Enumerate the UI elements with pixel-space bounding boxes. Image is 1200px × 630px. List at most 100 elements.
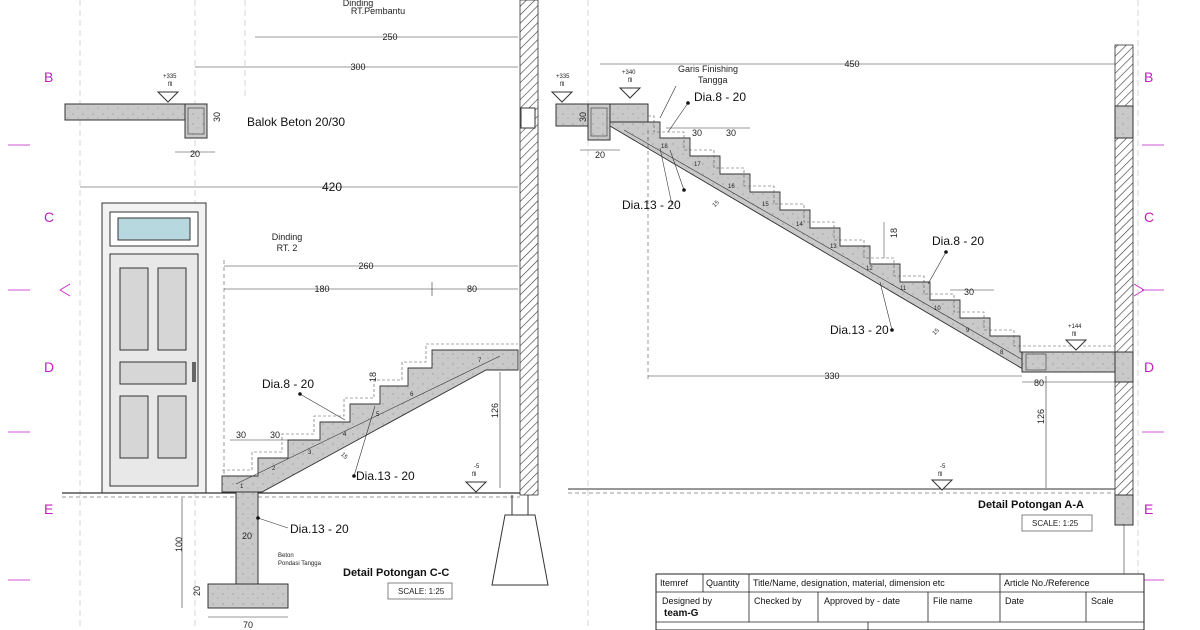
step-num-c2: 2 — [272, 466, 276, 472]
level-top-left-sub: fll — [168, 82, 172, 88]
dim-260: 260 — [358, 261, 373, 271]
step-num-a10: 10 — [934, 306, 941, 312]
footing-col-width: 20 — [242, 531, 252, 541]
step-num-c1: 1 — [240, 484, 244, 490]
tb-designed-by: Designed by — [662, 596, 713, 606]
step-num-a15: 15 — [762, 202, 769, 208]
rebar-top-label-c: Dia.8 - 20 — [262, 377, 314, 391]
scale-box-c-c — [387, 582, 453, 600]
dim-450: 450 — [844, 59, 859, 69]
tb-itemref: Itemref — [660, 578, 689, 588]
step-num-a12: 12 — [866, 266, 873, 272]
slope-num-c: 15 — [339, 452, 348, 461]
beam-width-dim-right: 20 — [595, 150, 605, 160]
rebar-bottom-label-a2: Dia.13 - 20 — [830, 323, 889, 337]
grid-label-c-right: C — [1144, 209, 1154, 225]
beam-width-dim: 20 — [190, 149, 200, 159]
tb-scale: Scale — [1091, 596, 1114, 606]
beam-height-dim-right: 30 — [578, 112, 588, 122]
slope-num-a1: 15 — [712, 199, 721, 208]
finish-line-label-1: Garis Finishing — [678, 64, 738, 74]
tb-title-desc: Title/Name, designation, material, dimen… — [753, 578, 945, 588]
tread-dim-a-c: 30 — [236, 430, 246, 440]
wall-label-mid-2: RT. 2 — [277, 243, 298, 253]
scale-a-a: SCALE: 1:25 — [1032, 519, 1079, 528]
dim-420: 420 — [322, 180, 342, 194]
step-num-c5: 5 — [376, 412, 380, 418]
title-a-a: Detail Potongan A-A — [978, 499, 1084, 511]
rebar-top-label-a2: Dia.8 - 20 — [932, 234, 984, 248]
level-bottom-landing: +144 — [1068, 324, 1082, 330]
floor-slab-left — [64, 103, 186, 121]
dim-20-vertical: 20 — [192, 586, 202, 596]
level-marker — [156, 91, 180, 103]
grid-label-b-right: B — [1144, 69, 1153, 85]
slope-num-a2: 15 — [932, 327, 941, 336]
scale-c-c: SCALE: 1:25 — [398, 587, 445, 596]
tb-quantity: Quantity — [706, 578, 740, 588]
concrete-beam — [184, 103, 208, 139]
tb-designer: team-G — [664, 608, 699, 619]
rise-dim-a: 18 — [889, 228, 899, 238]
tread-dim-b-a: 30 — [726, 128, 736, 138]
step-num-a13: 13 — [830, 244, 837, 250]
step-num-c4: 4 — [343, 432, 347, 438]
tread-dim-b-c: 30 — [270, 430, 280, 440]
beam-height-dim: 30 — [212, 112, 222, 122]
dim-300: 300 — [350, 62, 365, 72]
tb-checked-by: Checked by — [754, 596, 802, 606]
dim-250: 250 — [382, 32, 397, 42]
step-num-a18: 18 — [661, 144, 668, 150]
dim-180: 180 — [314, 284, 329, 294]
grid-label-d-left: D — [44, 359, 54, 375]
height-126-a: 126 — [1036, 409, 1046, 424]
tb-date: Date — [1005, 596, 1024, 606]
wall-column-box — [520, 107, 536, 129]
hatched-wall-left-view — [519, 0, 539, 496]
title-block: Itemref Quantity Title/Name, designation… — [655, 573, 1145, 630]
door-elevation — [101, 202, 207, 494]
step-num-c7: 7 — [478, 358, 482, 364]
rebar-top-label-a1: Dia.8 - 20 — [694, 90, 746, 104]
height-126-c: 126 — [490, 403, 500, 418]
footing-rebar-label: Dia.13 - 20 — [290, 522, 349, 536]
beam-label: Balok Beton 20/30 — [247, 115, 345, 129]
tb-article: Article No./Reference — [1004, 578, 1090, 588]
step-num-a11: 11 — [900, 286, 907, 292]
tb-file-name: File name — [933, 596, 973, 606]
rebar-bottom-label-a1: Dia.13 - 20 — [622, 198, 681, 212]
step-num-a9: 9 — [966, 328, 970, 334]
title-c-c: Detail Potongan C-C — [343, 567, 449, 579]
stair-footing-base — [207, 583, 289, 609]
footing-note-1: Beton — [278, 553, 294, 559]
bottom-landing-slab — [1021, 351, 1116, 373]
level-floor-a: -5 — [940, 464, 946, 470]
step-num-a14: 14 — [796, 222, 803, 228]
dim-80-right: 80 — [1034, 378, 1044, 388]
level-floor-c: -5 — [474, 464, 480, 470]
step-num-c3: 3 — [308, 450, 312, 456]
level-top-left: +335 — [163, 74, 177, 80]
section-a-a: +335 fll +340 fll Garis Finishing Tangga… — [550, 44, 1134, 630]
dim-70: 70 — [243, 620, 253, 630]
rebar-bottom-label-c: Dia.13 - 20 — [356, 469, 415, 483]
dim-330: 330 — [824, 371, 839, 381]
step-num-a17: 17 — [694, 162, 701, 168]
stair-flight-c-c — [221, 349, 519, 493]
level-floor-c-sub: fll — [472, 472, 476, 478]
grid-labels-left: B C D E — [44, 69, 54, 517]
dim-80: 80 — [467, 284, 477, 294]
step-num-a8: 8 — [1000, 350, 1004, 356]
level-landing: +340 — [622, 70, 636, 76]
tread-dim-c-a: 30 — [964, 287, 974, 297]
grid-labels-right: B C D E — [1144, 69, 1154, 517]
wall-label-mid-1: Dinding — [272, 232, 303, 242]
footing-note-2: Pondasi Tangga — [278, 561, 322, 567]
step-num-c6: 6 — [410, 392, 414, 398]
stair-flight-a-a — [609, 121, 1116, 373]
section-c-c: Dinding RT.Pembantu 250 300 +335 fll 30 … — [62, 0, 549, 630]
rise-dim-c: 18 — [368, 372, 378, 382]
grid-label-b-left: B — [44, 69, 53, 85]
level-floor-a-sub: fll — [938, 472, 942, 478]
